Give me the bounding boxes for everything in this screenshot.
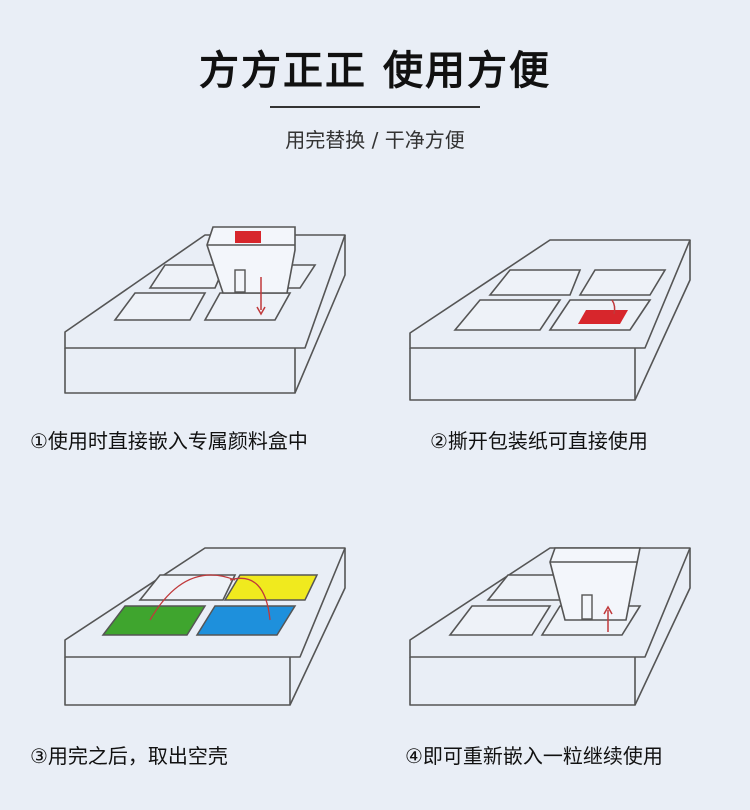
step-2-caption: ②撕开包装纸可直接使用 [430,429,648,453]
step-2-illustration [400,230,700,410]
step-4-illustration [400,540,700,720]
step-1-caption: ①使用时直接嵌入专属颜料盒中 [30,429,308,453]
page-title: 方方正正 使用方便 [199,48,551,94]
step-1-illustration [55,215,355,415]
step-4-caption: ④即可重新嵌入一粒继续使用 [405,744,663,768]
step-3-caption: ③用完之后，取出空壳 [30,744,228,768]
step-3-illustration [55,540,355,720]
title-divider [270,106,480,108]
page-subtitle: 用完替换 / 干净方便 [285,128,465,152]
